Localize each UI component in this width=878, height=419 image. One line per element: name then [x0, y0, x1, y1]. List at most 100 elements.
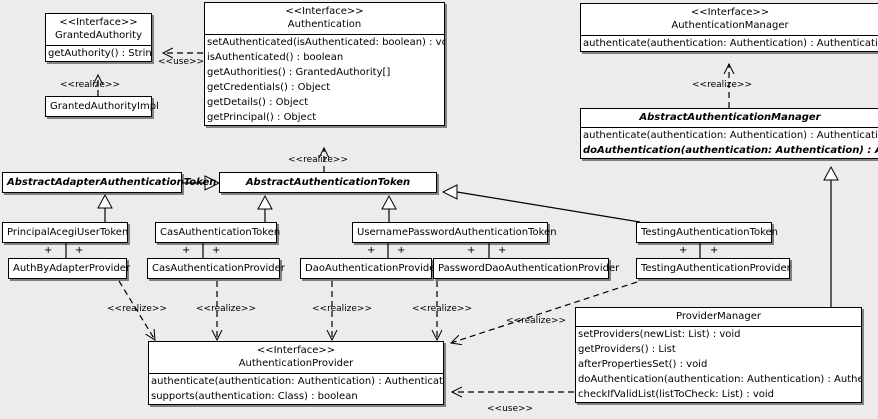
edge-usernamepasswordtoken-extends-abstractauthenticationtoken [381, 194, 397, 222]
class-name: PrincipalAcegiUserToken [7, 227, 129, 238]
class-header: CasAuthenticationToken [156, 223, 281, 242]
assoc-multiplicity-marker: + [498, 245, 507, 256]
assoc-multiplicity-marker: + [710, 245, 719, 256]
class-name: AuthenticationManager [671, 20, 789, 31]
members-compartment: getAuthority() : String [46, 45, 151, 61]
edge-label-realize-daoauthenticationprovider: <<realize>> [312, 304, 372, 314]
class-dao-authentication-provider[interactable]: DaoAuthenticationProvider [300, 258, 440, 279]
class-member: setProviders(newList: List) : void [578, 329, 741, 340]
class-granted-authority[interactable]: <<Interface>> GrantedAuthority getAuthor… [45, 13, 152, 62]
assoc-multiplicity-marker: + [397, 245, 406, 256]
class-header: DaoAuthenticationProvider [301, 259, 440, 278]
edge-label-realize-casauthenticationprovider: <<realize>> [196, 304, 256, 314]
class-granted-authority-impl[interactable]: GrantedAuthorityImpl [45, 96, 159, 117]
class-stereotype: <<Interface>> [285, 6, 364, 17]
assoc-multiplicity-marker: + [75, 245, 84, 256]
class-authentication-manager[interactable]: <<Interface>> AuthenticationManager auth… [580, 3, 878, 52]
members-compartment: authenticate(authentication: Authenticat… [581, 35, 878, 51]
class-member: getAuthorities() : GrantedAuthority[] [207, 67, 391, 78]
class-member: setAuthenticated(isAuthenticated: boolea… [207, 37, 444, 48]
class-name: Authentication [287, 19, 362, 30]
class-header: CasAuthenticationProvider [148, 259, 285, 278]
class-header: <<Interface>> Authentication [205, 3, 444, 34]
members-compartment: authenticate(authentication: Authenticat… [149, 373, 443, 404]
class-header: <<Interface>> AuthenticationProvider [149, 342, 443, 373]
members-compartment: setAuthenticated(isAuthenticated: boolea… [205, 34, 444, 125]
class-name: CasAuthenticationProvider [152, 263, 285, 274]
class-name: TestingAuthenticationToken [641, 227, 779, 238]
members-compartment: authenticate(authentication: Authenticat… [581, 127, 878, 158]
class-header: GrantedAuthorityImpl [46, 97, 159, 116]
edge-providermanager-extends-abstractauthenticationmanager [823, 165, 839, 307]
class-name: PasswordDaoAuthenticationProvider [438, 263, 620, 274]
assoc-multiplicity-marker: + [679, 245, 688, 256]
class-name: UsernamePasswordAuthenticationToken [357, 227, 557, 238]
edge-label-realize-testingauthenticationprovider: <<realize>> [506, 316, 566, 326]
class-header: <<Interface>> AuthenticationManager [581, 4, 878, 35]
edge-label-realize-abstractauthenticationmanager: <<realize>> [692, 80, 752, 90]
edge-testingauthenticationprovider-realizes-authenticationprovider [451, 281, 638, 343]
class-name: GrantedAuthorityImpl [50, 101, 159, 112]
class-name: AbstractAuthenticationManager [639, 112, 821, 123]
class-password-dao-authentication-provider[interactable]: PasswordDaoAuthenticationProvider [433, 258, 620, 279]
class-header: <<Interface>> GrantedAuthority [46, 14, 151, 45]
edge-label-use-providermanager-authenticationprovider: <<use>> [487, 404, 534, 414]
class-authentication-provider[interactable]: <<Interface>> AuthenticationProvider aut… [148, 341, 444, 405]
class-provider-manager[interactable]: ProviderManager setProviders(newList: Li… [575, 307, 862, 403]
class-abstract-authentication-manager[interactable]: AbstractAuthenticationManager authentica… [580, 108, 878, 159]
class-cas-authentication-token[interactable]: CasAuthenticationToken [155, 222, 281, 243]
class-name: AbstractAdapterAuthenticationToken [7, 177, 217, 188]
class-member: supports(authentication: Class) : boolea… [151, 391, 358, 402]
class-member: getAuthority() : String [48, 48, 151, 59]
class-abstract-authentication-token[interactable]: AbstractAuthenticationToken [219, 172, 437, 193]
class-header: AbstractAdapterAuthenticationToken [3, 173, 217, 192]
class-member: getProviders() : List [578, 344, 676, 355]
class-member: checkIfValidList(listToCheck: List) : vo… [578, 389, 775, 400]
class-stereotype: <<Interface>> [256, 345, 336, 356]
class-testing-authentication-token[interactable]: TestingAuthenticationToken [636, 222, 779, 243]
class-member: getPrincipal() : Object [207, 112, 317, 123]
class-header: TestingAuthenticationToken [637, 223, 779, 242]
class-name: ProviderManager [675, 311, 761, 322]
class-member: getCredentials() : Object [207, 82, 331, 93]
class-name: GrantedAuthority [54, 30, 143, 41]
edge-label-realize-authbyadapterprovider: <<realize>> [107, 304, 167, 314]
edge-principalacegiusertoken-extends-abstractadaptertoken [97, 193, 113, 222]
members-compartment: setProviders(newList: List) : void getPr… [576, 326, 861, 402]
class-abstract-adapter-authentication-token[interactable]: AbstractAdapterAuthenticationToken [2, 172, 217, 193]
edge-label-use-authentication-grantedauthority: <<use>> [158, 57, 205, 67]
class-header: AbstractAuthenticationToken [220, 173, 436, 192]
assoc-multiplicity-marker: + [367, 245, 376, 256]
class-member: isAuthenticated() : boolean [207, 52, 344, 63]
class-member: doAuthentication(authentication: Authent… [578, 374, 861, 385]
class-name: TestingAuthenticationProvider [641, 263, 791, 274]
edge-label-realize-grantedauthorityimpl: <<realize>> [60, 80, 120, 90]
class-header: TestingAuthenticationProvider [637, 259, 791, 278]
class-header: PrincipalAcegiUserToken [3, 223, 129, 242]
class-header: ProviderManager [576, 308, 861, 326]
class-stereotype: <<Interface>> [59, 17, 138, 28]
class-name: DaoAuthenticationProvider [305, 263, 440, 274]
class-member: getDetails() : Object [207, 97, 309, 108]
edge-testingauthenticationtoken-extends-abstractauthenticationtoken [441, 184, 641, 223]
class-member: authenticate(authentication: Authenticat… [151, 376, 443, 387]
assoc-multiplicity-marker: + [44, 245, 53, 256]
assoc-multiplicity-marker: + [212, 245, 221, 256]
class-header: PasswordDaoAuthenticationProvider [434, 259, 620, 278]
class-name: AuthByAdapterProvider [13, 263, 131, 274]
class-member: doAuthentication(authentication: Authent… [583, 145, 878, 156]
class-cas-authentication-provider[interactable]: CasAuthenticationProvider [147, 258, 285, 279]
class-name: CasAuthenticationToken [160, 227, 281, 238]
class-testing-authentication-provider[interactable]: TestingAuthenticationProvider [636, 258, 791, 279]
class-header: AbstractAuthenticationManager [581, 109, 878, 127]
class-auth-by-adapter-provider[interactable]: AuthByAdapterProvider [8, 258, 131, 279]
class-principal-acegi-user-token[interactable]: PrincipalAcegiUserToken [2, 222, 128, 243]
edge-authbyadapterprovider-realizes-authenticationprovider [118, 280, 155, 340]
class-member: authenticate(authentication: Authenticat… [583, 130, 878, 141]
class-authentication[interactable]: <<Interface>> Authentication setAuthenti… [204, 2, 445, 126]
class-username-password-authentication-token[interactable]: UsernamePasswordAuthenticationToken [352, 222, 557, 243]
class-member: afterPropertiesSet() : void [578, 359, 708, 370]
class-member: authenticate(authentication: Authenticat… [583, 38, 878, 49]
